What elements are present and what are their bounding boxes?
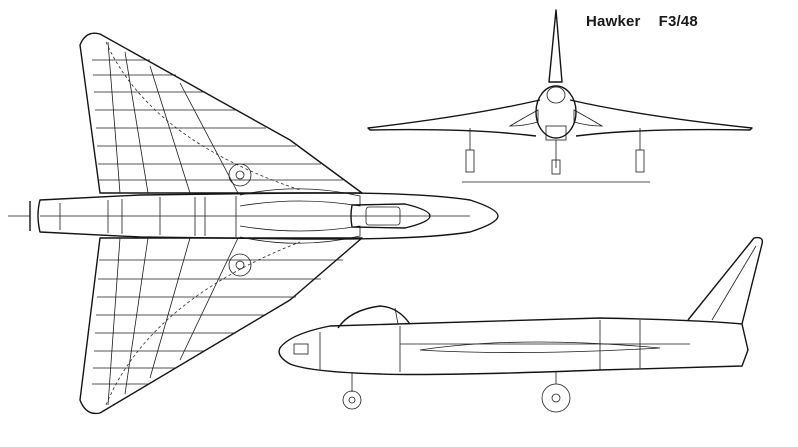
lower-wing-ribs	[92, 237, 343, 406]
lower-wing-flap-line	[105, 241, 301, 406]
upper-wheel-bay	[228, 163, 252, 187]
front-canopy	[546, 86, 566, 104]
fuselage-frames	[59, 196, 237, 237]
plan-canopy	[350, 203, 431, 229]
canopy-rear-frame	[394, 307, 399, 325]
upper-wing	[79, 32, 363, 194]
upper-intake-fairing	[239, 188, 361, 207]
drawing-title: Hawker F3/48	[586, 13, 698, 30]
front-fuselage	[535, 85, 577, 139]
upper-wheel-bay-hub	[235, 170, 245, 180]
side-canopy	[337, 305, 411, 329]
front-wing-right	[569, 99, 753, 137]
plan-view	[8, 32, 499, 415]
front-nose-gear	[551, 140, 561, 175]
side-main-gear	[541, 372, 571, 413]
lower-wing	[79, 237, 363, 415]
side-wing-fairing	[419, 341, 661, 353]
side-view	[278, 236, 764, 413]
plan-fuselage	[37, 192, 499, 240]
front-main-gear-left	[465, 128, 475, 173]
left-intake	[508, 109, 539, 127]
front-main-gear-right	[635, 128, 645, 173]
front-fin	[548, 9, 563, 83]
side-panel-lines	[293, 320, 641, 372]
lower-wheel-bay-hub	[235, 260, 245, 270]
rudder-line	[711, 245, 757, 321]
manufacturer-label: Hawker	[586, 13, 641, 30]
front-view	[367, 9, 753, 183]
right-intake	[573, 109, 604, 127]
upper-wing-flap-line	[105, 41, 301, 191]
side-fuselage	[278, 317, 749, 376]
canopy-frame	[365, 206, 401, 226]
side-nose-gear	[342, 372, 362, 410]
lower-wheel-bay	[228, 253, 252, 277]
front-wing-left	[367, 99, 541, 137]
side-fin	[687, 236, 764, 325]
lower-intake-fairing	[239, 225, 361, 244]
designation-label: F3/48	[658, 13, 698, 30]
upper-wing-ribs	[92, 41, 343, 194]
